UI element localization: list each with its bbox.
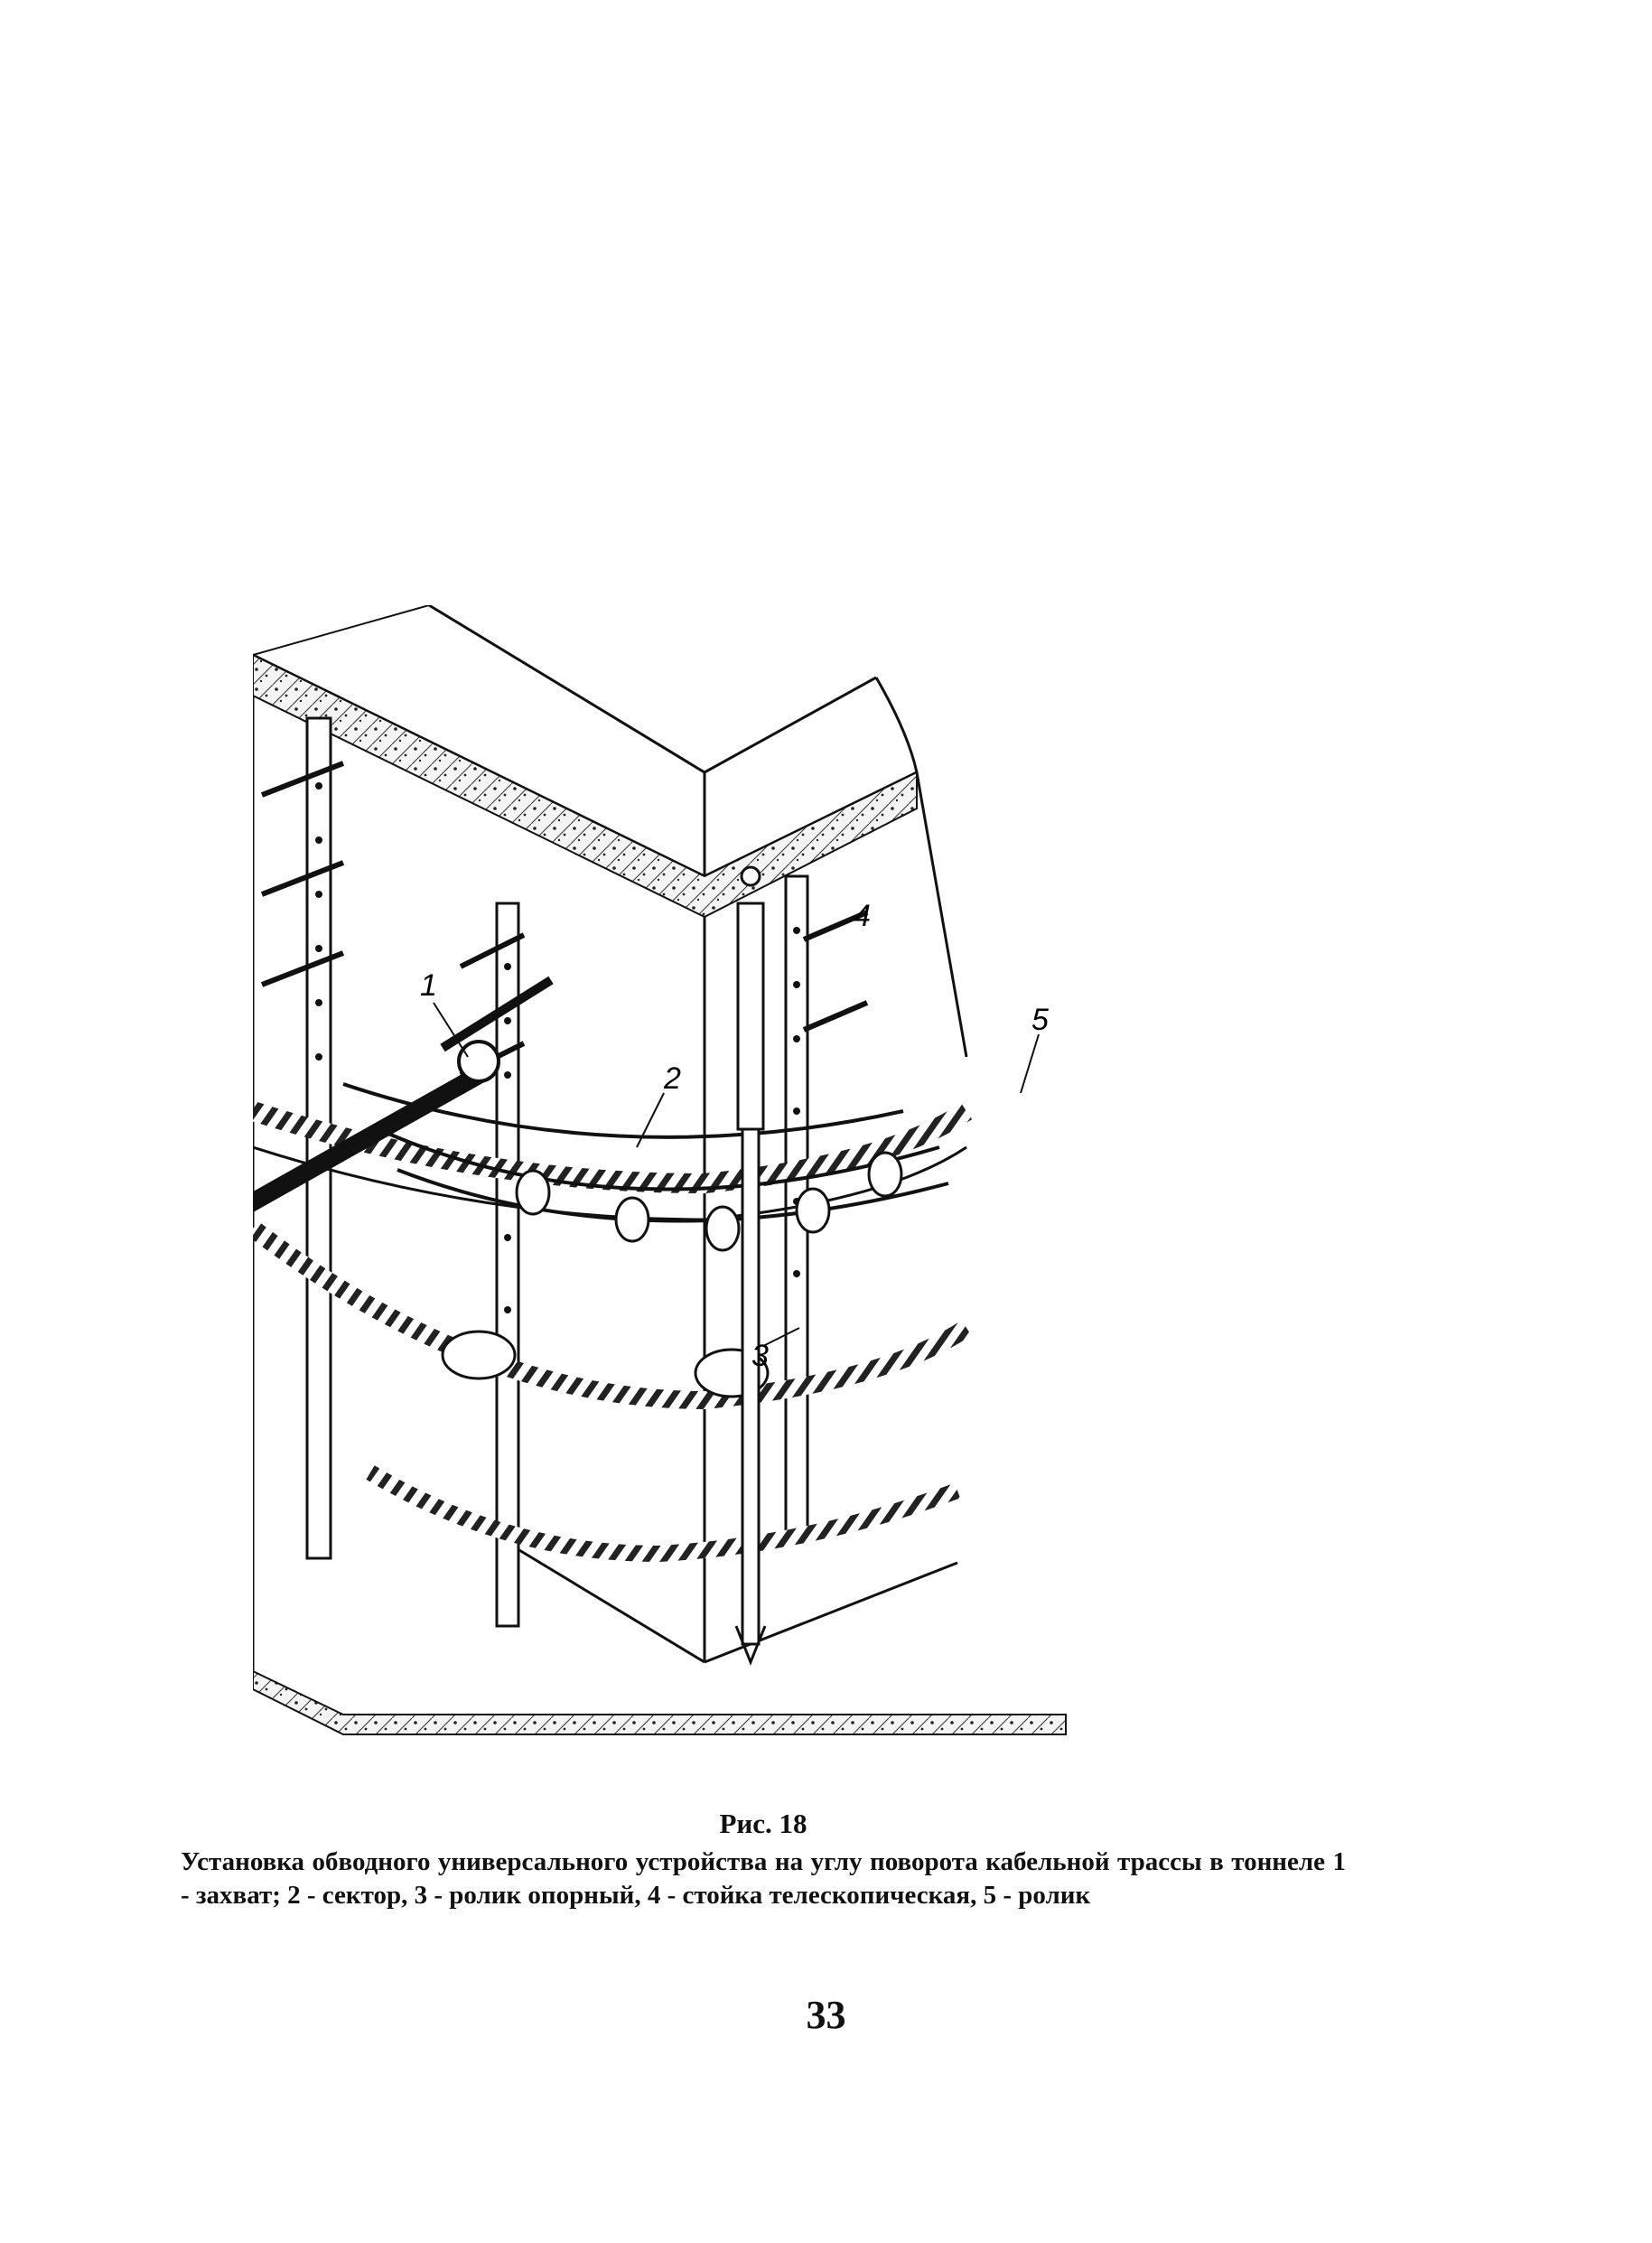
floor-slab: [253, 1669, 1067, 1735]
caption-text: Установка обводного универсального устро…: [181, 1847, 1346, 1910]
callout-4: 4: [854, 899, 871, 933]
callout-3: 3: [751, 1339, 769, 1373]
leader-lines: [433, 921, 1040, 1347]
cables: [253, 1101, 973, 1563]
page-number: 33: [806, 1993, 846, 2037]
callout-2: 2: [663, 1061, 681, 1096]
figure-caption: Рис. 18 Установка обводного универсально…: [181, 1807, 1346, 1912]
tunnel-cable-bypass-illustration: 1 2 3 4 5: [253, 605, 1067, 1735]
figure-title: Рис. 18: [719, 1808, 807, 1839]
callout-labels: 1 2 3 4 5: [420, 899, 1049, 1373]
telescopic-post: [734, 865, 767, 1667]
callout-5: 5: [1031, 1003, 1049, 1037]
bypass-device: [253, 976, 949, 1398]
callout-1: 1: [420, 968, 437, 1003]
ceiling-slab: [253, 653, 918, 919]
